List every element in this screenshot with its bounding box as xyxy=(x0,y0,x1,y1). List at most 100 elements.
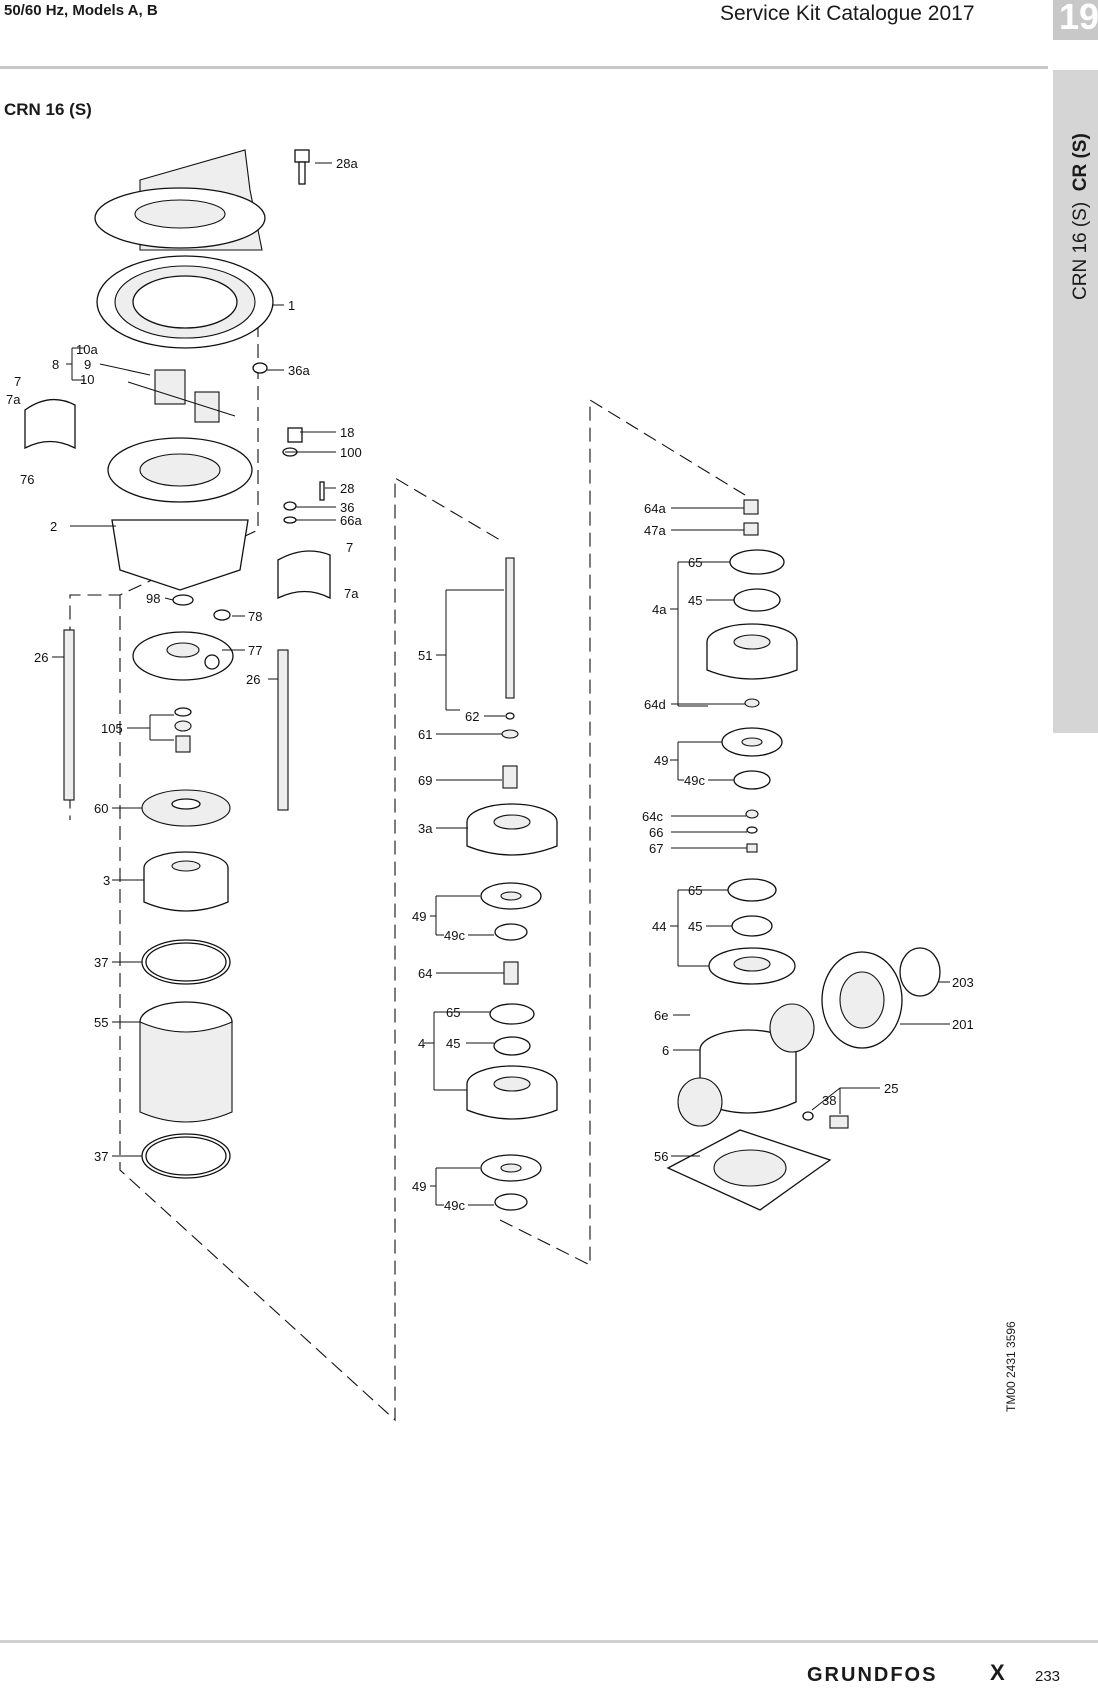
part-label: 55 xyxy=(94,1015,108,1030)
part-label: 203 xyxy=(952,975,974,990)
part-label: 105 xyxy=(101,721,123,736)
part-label: 49c xyxy=(444,928,465,943)
part-label: 28a xyxy=(336,156,358,171)
part-label: 65 xyxy=(688,883,702,898)
page-number: 233 xyxy=(1035,1668,1061,1685)
neck-ring-49c-bottom-part xyxy=(494,1193,528,1211)
part-label: 98 xyxy=(146,591,160,606)
side-tab-model: CRN 16 (S) xyxy=(1070,201,1091,300)
part-label: 64 xyxy=(418,966,432,981)
coupling-guard-left-part xyxy=(24,398,76,450)
part-label: 26 xyxy=(246,672,260,687)
part-label: 10a xyxy=(76,342,98,357)
part-label: 8 xyxy=(52,357,59,372)
bearing-ring-65-top-part xyxy=(729,549,785,575)
shaft-small-parts xyxy=(501,712,519,789)
part-label: 201 xyxy=(952,1017,974,1032)
part-label: 47a xyxy=(644,523,666,538)
part-label: 1 xyxy=(288,298,295,313)
split-cone-64d-part xyxy=(744,698,760,708)
part-label: 26 xyxy=(34,650,48,665)
part-label: 49 xyxy=(412,909,426,924)
part-label: 37 xyxy=(94,1149,108,1164)
bearing-45-lower-part xyxy=(731,915,773,937)
pump-head-part xyxy=(107,437,253,591)
gasket-37-bottom-part xyxy=(141,1133,231,1179)
chamber-4a-part xyxy=(706,623,798,680)
assembly-connector-mid xyxy=(499,399,746,1266)
shaft-part xyxy=(505,557,515,699)
gasket-37-top-part xyxy=(141,939,231,985)
leader-lines xyxy=(52,162,950,1206)
header-rule xyxy=(0,66,1048,69)
part-label: 64a xyxy=(644,501,666,516)
base-6-part xyxy=(677,1003,815,1127)
part-label: 28 xyxy=(340,481,354,496)
small-parts-64c-66-67 xyxy=(745,809,759,853)
part-label: 61 xyxy=(418,727,432,742)
part-label: 45 xyxy=(688,919,702,934)
sleeve-55-part xyxy=(139,1001,233,1123)
drawing-number: TM00 2431 3596 xyxy=(1004,1321,1018,1412)
part-label: 4a xyxy=(652,602,667,617)
retaining-ring-203-part xyxy=(899,947,941,997)
chapter-number: 19 xyxy=(1059,0,1098,37)
part-label: 49 xyxy=(412,1179,426,1194)
cover-plate-part xyxy=(132,631,234,681)
chamber-4-part xyxy=(466,1065,558,1120)
chamber-3a-part xyxy=(466,803,558,856)
neck-ring-49c-top-part xyxy=(733,770,771,790)
header-left: 50/60 Hz, Models A, B xyxy=(4,2,158,19)
part-label: 37 xyxy=(94,955,108,970)
mounting-plate-part xyxy=(96,255,274,349)
part-label: 36 xyxy=(340,500,354,515)
impeller-49-mid-part xyxy=(480,882,542,910)
part-label: 25 xyxy=(884,1081,898,1096)
small-fasteners xyxy=(252,362,325,524)
motor-stool-part xyxy=(94,149,310,251)
stay-bolt-right-part xyxy=(277,649,289,811)
part-label: 7 xyxy=(346,540,353,555)
small-parts-64a-47a xyxy=(743,499,759,536)
part-labels: 28a 1 10a 8 9 10 36a 7 7a 76 18 100 28 3… xyxy=(6,156,974,1213)
part-label: 65 xyxy=(446,1005,460,1020)
part-label: 78 xyxy=(248,609,262,624)
chapter-tab: 19 xyxy=(1053,0,1098,40)
plug-38-25-part xyxy=(802,1111,849,1129)
part-label: 3a xyxy=(418,821,433,836)
part-label: 7a xyxy=(6,392,21,407)
part-label: 44 xyxy=(652,919,666,934)
part-label: 10 xyxy=(80,372,94,387)
part-label: 66a xyxy=(340,513,362,528)
coupling-guard-right-part xyxy=(277,550,331,600)
part-label: 64c xyxy=(642,809,663,824)
part-label: 3 xyxy=(103,873,110,888)
part-label: 36a xyxy=(288,363,310,378)
bearing-ring-65-mid-part xyxy=(489,1003,535,1025)
part-label: 62 xyxy=(465,709,479,724)
part-label: 49 xyxy=(654,753,668,768)
part-label: 9 xyxy=(84,357,91,372)
bearing-45-mid-part xyxy=(493,1036,531,1056)
oring-78-part xyxy=(213,609,231,621)
neck-ring-49c-mid-part xyxy=(494,923,528,941)
part-label: 56 xyxy=(654,1149,668,1164)
part-label: 7a xyxy=(344,586,359,601)
part-label: 77 xyxy=(248,643,262,658)
coupling-part xyxy=(127,369,236,423)
part-label: 100 xyxy=(340,445,362,460)
part-label: 49c xyxy=(444,1198,465,1213)
seal-kit-105-part xyxy=(174,707,192,753)
spacer-64-part xyxy=(503,961,519,985)
part-label: 76 xyxy=(20,472,34,487)
part-label: 65 xyxy=(688,555,702,570)
part-label: 38 xyxy=(822,1093,836,1108)
part-label: 67 xyxy=(649,841,663,856)
footer-rule xyxy=(0,1640,1098,1643)
part-label: 60 xyxy=(94,801,108,816)
part-label: 69 xyxy=(418,773,432,788)
impeller-49-top-part xyxy=(721,727,783,757)
part-label: 6e xyxy=(654,1008,668,1023)
oring-98-part xyxy=(172,594,194,606)
part-label: 49c xyxy=(684,773,705,788)
